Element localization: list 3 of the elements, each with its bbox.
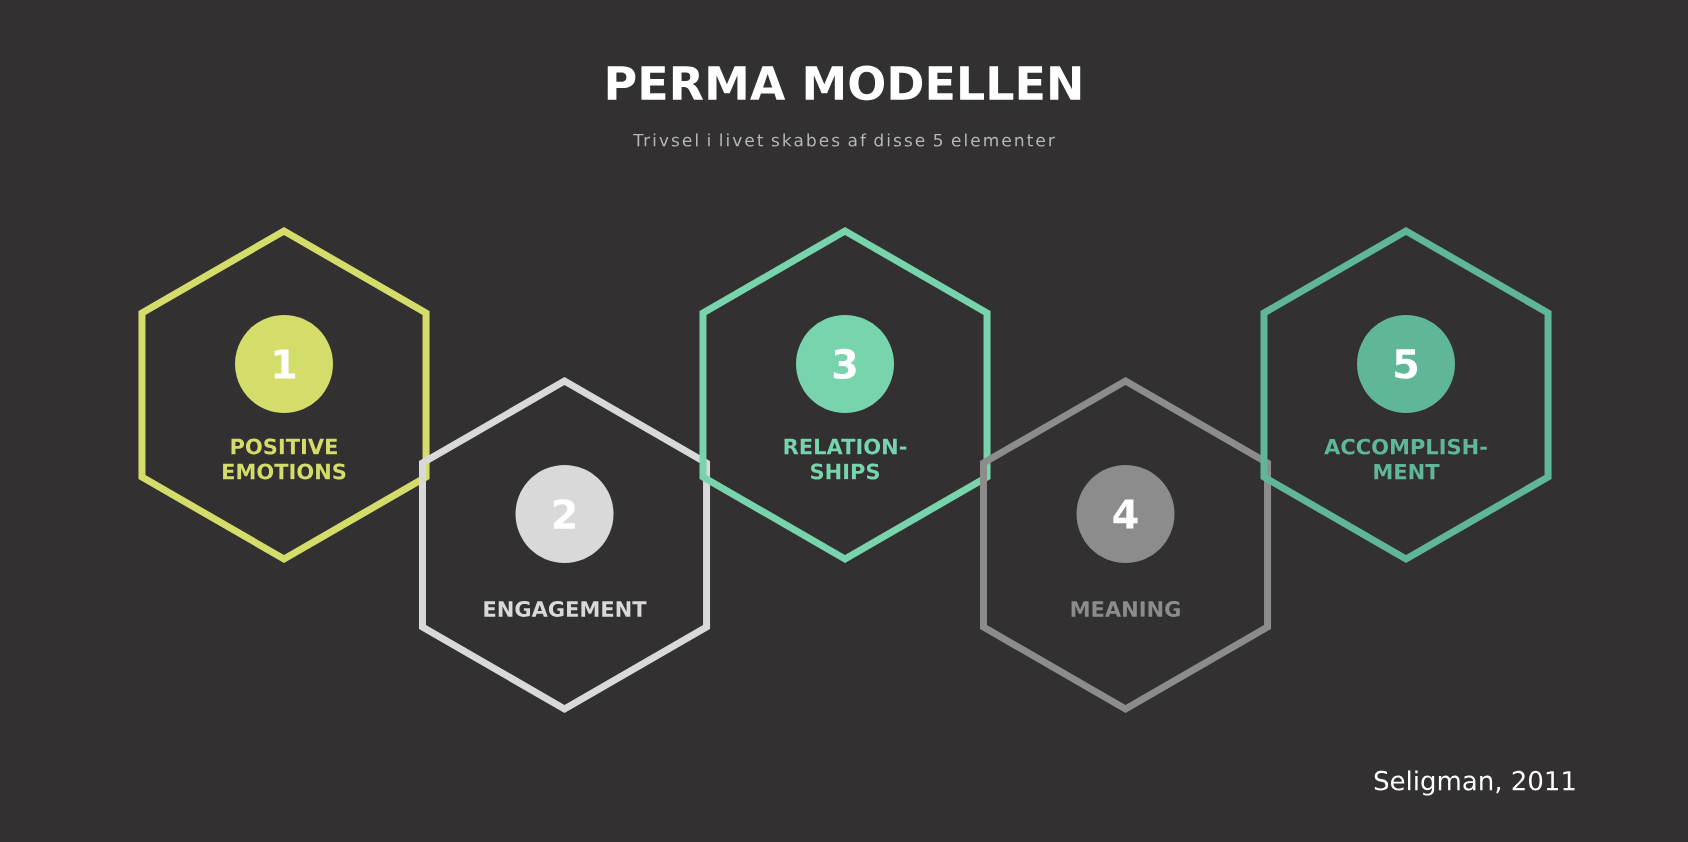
subtitle: Trivsel i livet skabes af disse 5 elementer bbox=[633, 133, 1055, 147]
citation: Seligman, 2011 bbox=[1374, 770, 1575, 796]
title: PERMA MODELLEN bbox=[607, 65, 1081, 101]
